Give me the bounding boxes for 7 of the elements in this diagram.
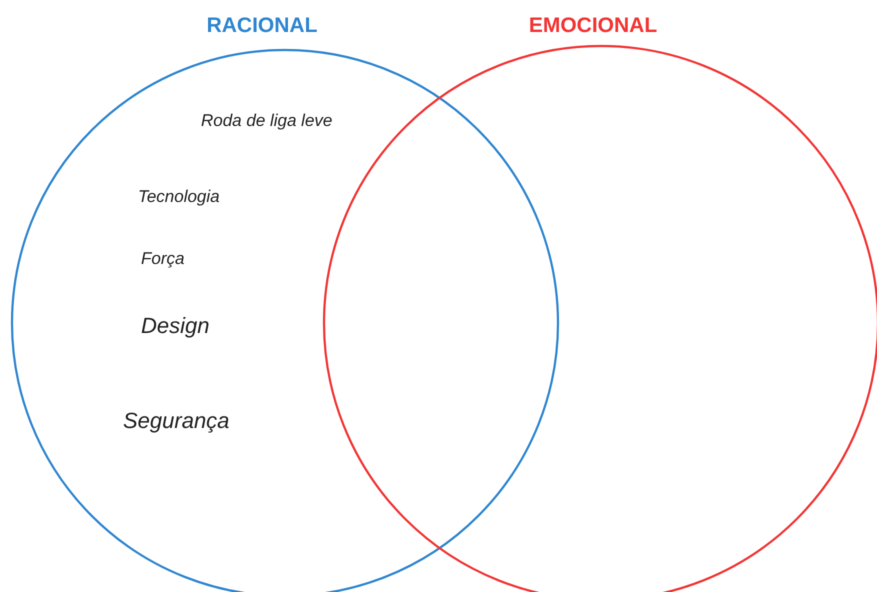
item-label: Tecnologia: [138, 186, 220, 208]
set-heading: RACIONAL: [206, 14, 318, 38]
item-label: Roda de liga leve: [201, 110, 332, 132]
item-label: Design: [141, 312, 210, 340]
set-heading: EMOCIONAL: [528, 14, 658, 38]
item-label: Segurança: [123, 408, 230, 434]
item-label: Força: [141, 248, 184, 270]
